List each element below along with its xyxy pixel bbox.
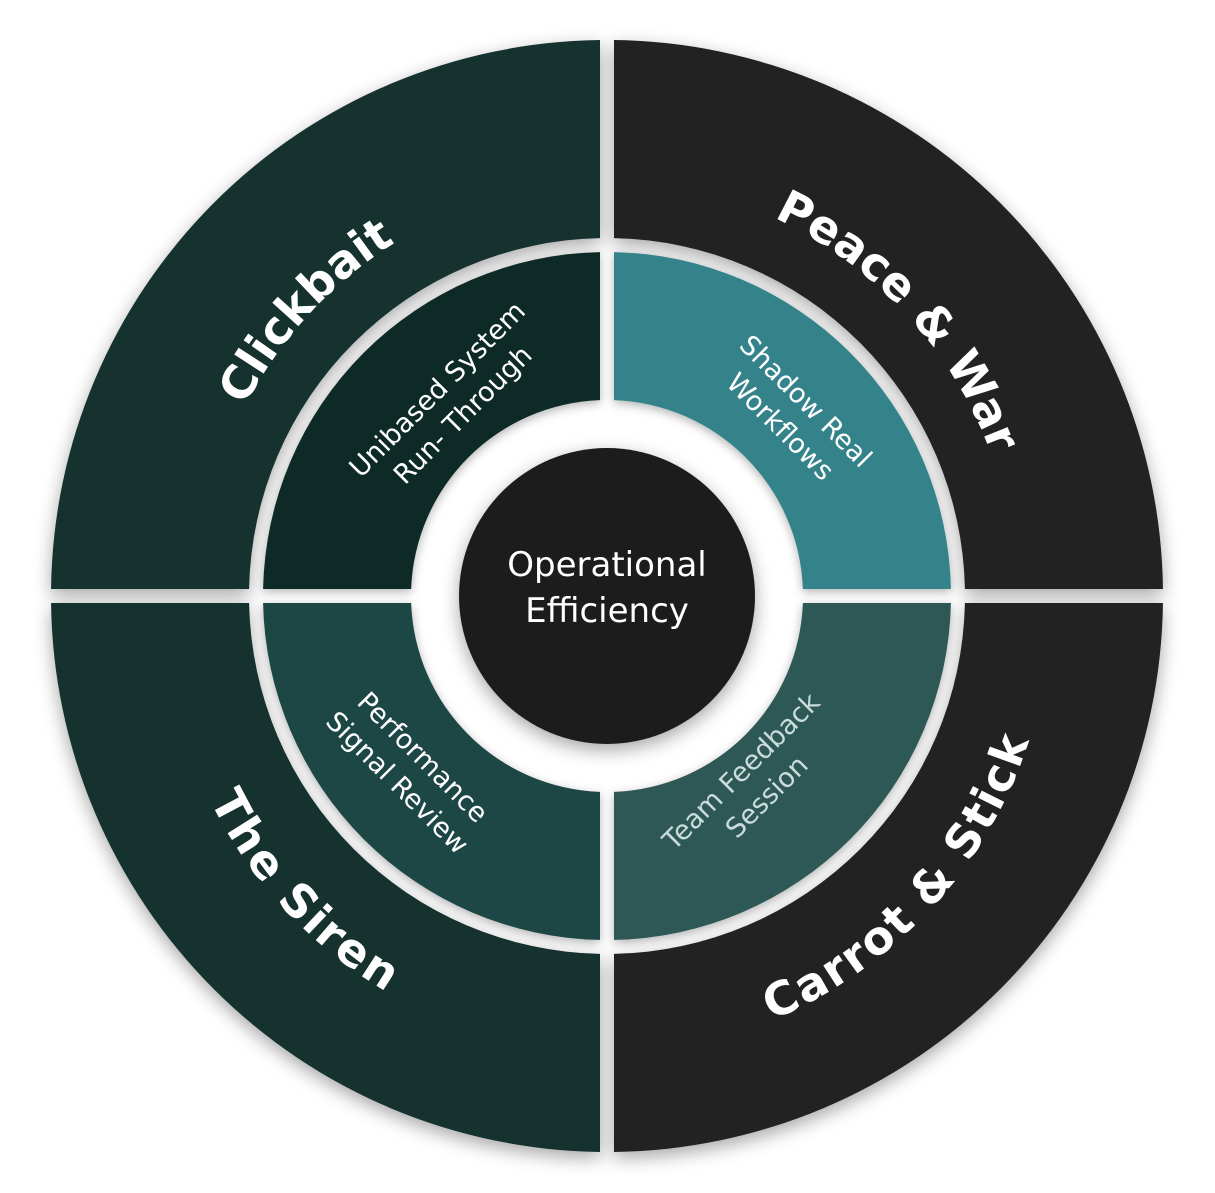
center-circle — [459, 448, 755, 744]
inner-segment-team-feedback — [614, 603, 951, 940]
inner-segment-performance-signal — [263, 603, 600, 940]
center-label-line1: Operational — [507, 545, 706, 585]
outer-segment-clickbait — [51, 40, 600, 589]
outer-segment-carrot-stick — [614, 603, 1163, 1152]
inner-segment-shadow-real-workflows — [614, 252, 951, 589]
center-label-line2: Efficiency — [525, 591, 689, 631]
inner-segment-unibased-system — [263, 252, 600, 589]
outer-segment-peace-war — [614, 40, 1163, 589]
outer-segment-the-siren — [51, 603, 600, 1152]
